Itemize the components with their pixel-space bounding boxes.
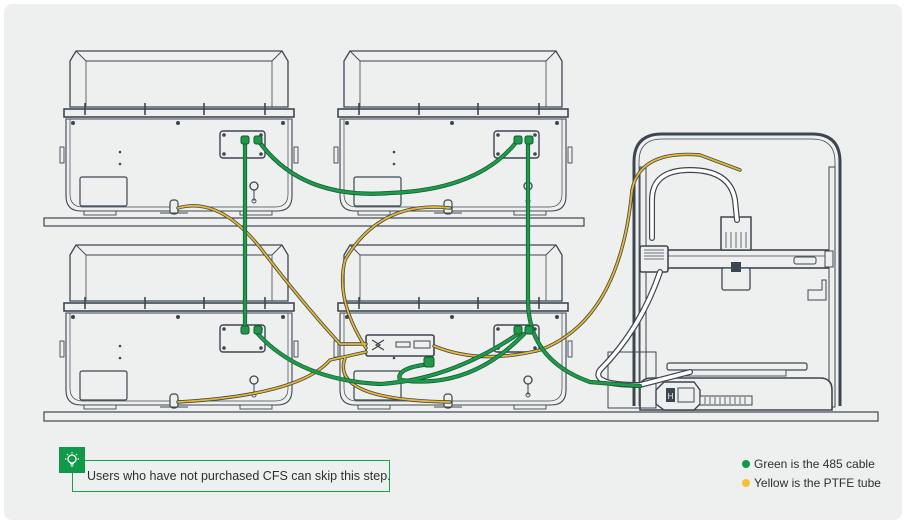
green-dot-icon — [742, 459, 750, 468]
top-shelf — [43, 217, 585, 227]
power-switch-label: H — [668, 392, 674, 401]
bottom-shelf — [43, 411, 879, 422]
printer-feed-tubes — [595, 166, 740, 389]
legend: Green is the 485 cable Yellow is the PTF… — [742, 454, 881, 492]
ptfe-tubes — [176, 152, 742, 404]
hub-module — [365, 334, 435, 357]
cfs-unit-top-right — [333, 50, 573, 216]
legend-label: Green is the 485 cable — [754, 456, 875, 471]
yellow-dot-icon — [742, 478, 750, 487]
legend-item-yellow: Yellow is the PTFE tube — [742, 473, 881, 492]
cfs-unit-top-left — [59, 50, 299, 216]
printer: H — [607, 132, 842, 411]
note-box: Users who have not purchased CFS can ski… — [72, 460, 391, 492]
legend-label: Yellow is the PTFE tube — [754, 475, 881, 490]
note-text: Users who have not purchased CFS can ski… — [87, 469, 391, 483]
485-cables — [240, 135, 643, 389]
lightbulb-icon — [59, 447, 85, 473]
legend-item-green: Green is the 485 cable — [742, 454, 881, 473]
